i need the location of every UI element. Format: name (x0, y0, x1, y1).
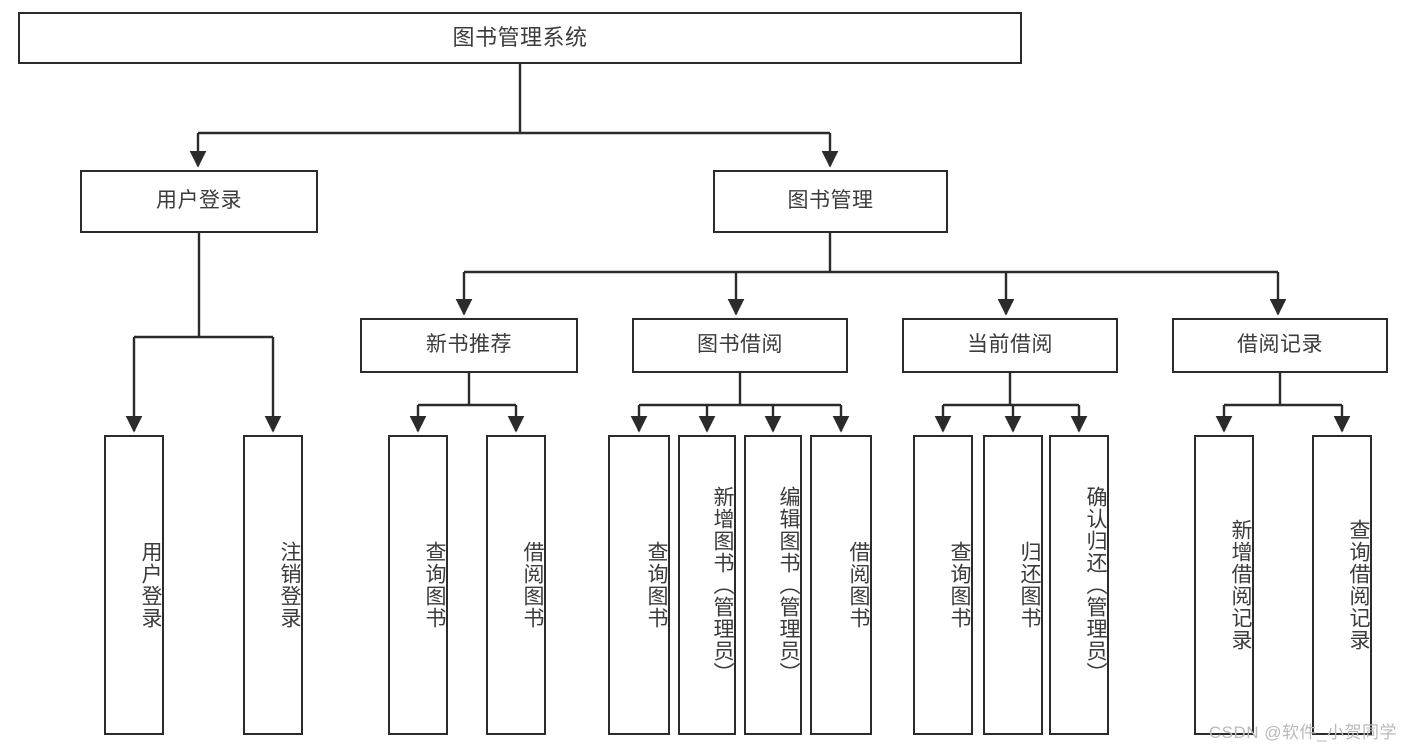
node-root[interactable]: 图书管理系统 (18, 12, 1022, 64)
node-user-login[interactable]: 用户登录 (80, 170, 318, 233)
node-new-book-recommend[interactable]: 新书推荐 (360, 318, 578, 373)
leaf-add-book-admin[interactable]: 新增图书（管理员） (678, 435, 736, 735)
leaf-confirm-return-admin[interactable]: 确认归还（管理员） (1049, 435, 1109, 735)
node-borrow-record[interactable]: 借阅记录 (1172, 318, 1388, 373)
leaf-query-book-borrow[interactable]: 查询图书 (608, 435, 670, 735)
leaf-borrow-book[interactable]: 借阅图书 (810, 435, 872, 735)
leaf-user-login[interactable]: 用户登录 (104, 435, 164, 735)
leaf-borrow-book-recommend[interactable]: 借阅图书 (486, 435, 546, 735)
leaf-query-book-recommend[interactable]: 查询图书 (388, 435, 448, 735)
leaf-return-book[interactable]: 归还图书 (983, 435, 1043, 735)
leaf-edit-book-admin[interactable]: 编辑图书（管理员） (744, 435, 802, 735)
node-book-management[interactable]: 图书管理 (713, 170, 948, 233)
leaf-query-borrow-record[interactable]: 查询借阅记录 (1312, 435, 1372, 735)
node-book-borrow[interactable]: 图书借阅 (632, 318, 848, 373)
node-current-borrow[interactable]: 当前借阅 (902, 318, 1118, 373)
csdn-watermark: CSDN @软件_小贺同学 (1208, 723, 1397, 742)
leaf-logout[interactable]: 注销登录 (243, 435, 303, 735)
leaf-add-borrow-record[interactable]: 新增借阅记录 (1194, 435, 1254, 735)
leaf-query-book-current[interactable]: 查询图书 (913, 435, 973, 735)
